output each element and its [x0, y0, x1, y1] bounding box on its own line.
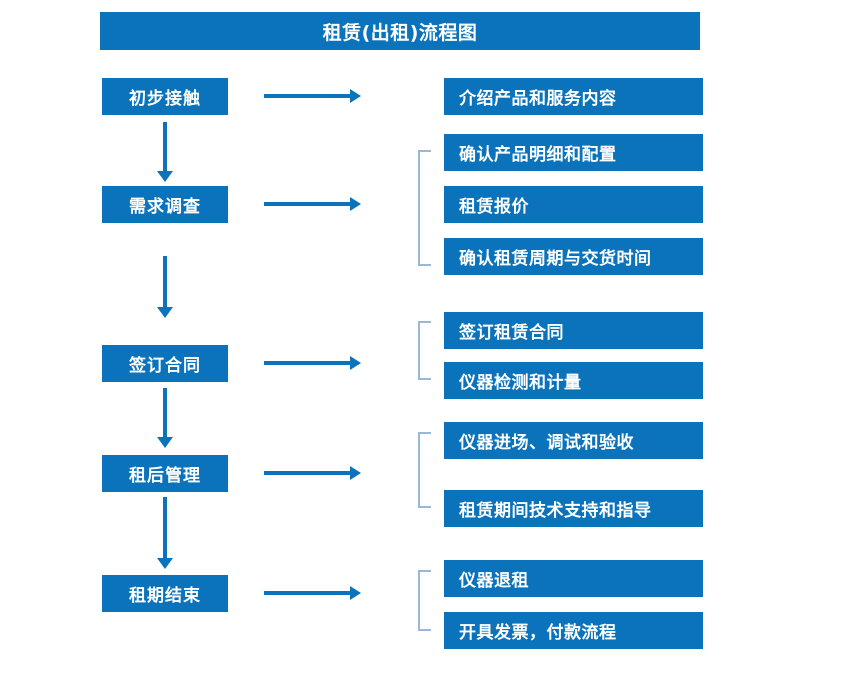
stage-box-1[interactable]: 初步接触 [102, 78, 228, 115]
page-title: 租赁(出租)流程图 [100, 12, 700, 50]
vertical-arrow-2 [157, 256, 173, 318]
detail-box-4-2[interactable]: 租赁期间技术支持和指导 [444, 490, 703, 527]
vertical-arrow-1 [157, 122, 173, 182]
group-bracket-2 [418, 150, 431, 266]
vertical-arrow-4 [157, 497, 173, 569]
stage-box-5[interactable]: 租期结束 [102, 575, 228, 612]
detail-box-3-1[interactable]: 签订租赁合同 [444, 312, 703, 349]
stage-box-4[interactable]: 租后管理 [102, 455, 228, 492]
detail-box-4-1[interactable]: 仪器进场、调试和验收 [444, 422, 703, 459]
detail-box-3-2[interactable]: 仪器检测和计量 [444, 362, 703, 399]
detail-box-5-1[interactable]: 仪器退租 [444, 560, 703, 597]
detail-box-2-3[interactable]: 确认租赁周期与交货时间 [444, 238, 703, 275]
group-bracket-5 [418, 570, 431, 631]
horizontal-arrow-4 [264, 466, 361, 480]
stage-box-3[interactable]: 签订合同 [102, 345, 228, 382]
detail-box-5-2[interactable]: 开具发票，付款流程 [444, 612, 703, 649]
detail-box-1-1[interactable]: 介绍产品和服务内容 [444, 78, 703, 115]
horizontal-arrow-1 [264, 89, 361, 103]
stage-box-2[interactable]: 需求调查 [102, 186, 228, 223]
horizontal-arrow-3 [264, 356, 361, 370]
detail-box-2-2[interactable]: 租赁报价 [444, 186, 703, 223]
group-bracket-3 [418, 321, 431, 380]
horizontal-arrow-2 [264, 197, 361, 211]
detail-box-2-1[interactable]: 确认产品明细和配置 [444, 134, 703, 171]
vertical-arrow-3 [157, 388, 173, 448]
horizontal-arrow-5 [264, 586, 361, 600]
group-bracket-4 [418, 432, 431, 508]
